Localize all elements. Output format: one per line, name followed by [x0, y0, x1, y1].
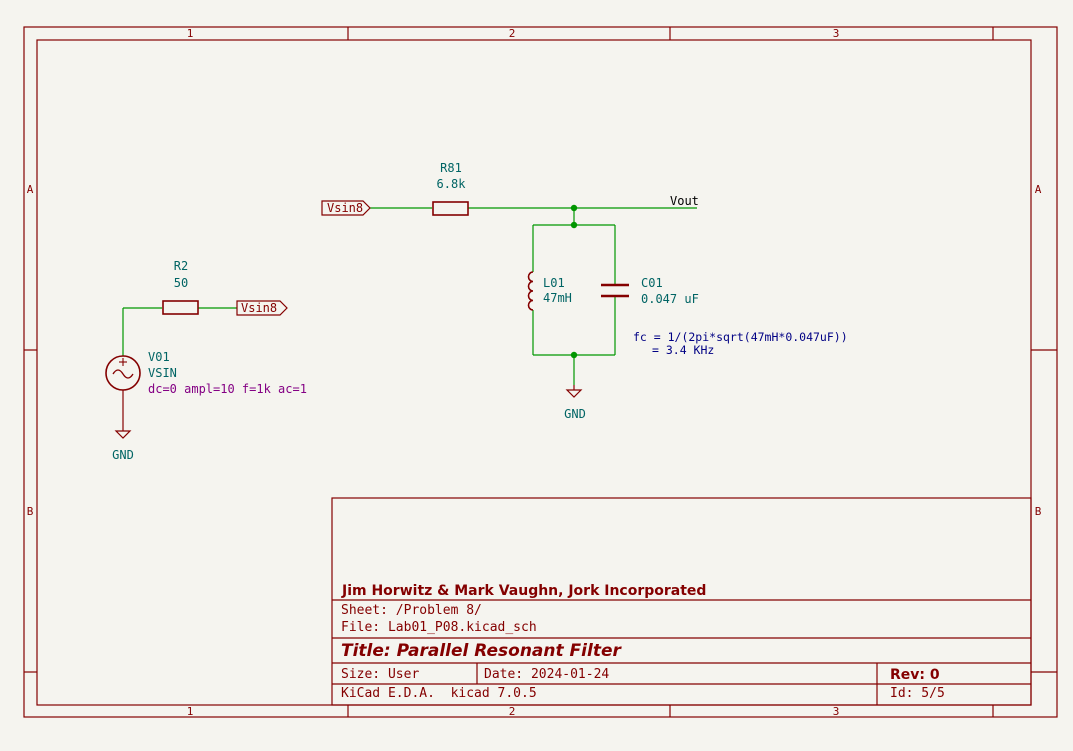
gnd-symbol-1[interactable]: GND — [112, 428, 134, 462]
frame-row-labels: A B A B — [27, 183, 1042, 518]
label-shape[interactable] — [236, 300, 288, 316]
column-label-top-1: 1 — [187, 27, 194, 40]
resistor-r81-value: 6.8k — [437, 177, 467, 191]
resistor-r2-body[interactable] — [162, 300, 199, 315]
title-block: Jim Horwitz & Mark Vaughn, Jork Incorpor… — [331, 497, 1032, 706]
junction-bottom-rail[interactable] — [570, 351, 578, 359]
row-label-left-a: A — [27, 183, 34, 196]
global-label-vsin8-a-text: Vsin8 — [327, 201, 363, 215]
gnd-symbol-2[interactable]: GND — [564, 385, 586, 421]
sine-wave-icon — [112, 369, 134, 379]
inductor-l01-ref: L01 — [543, 276, 565, 290]
resistor-r81-ref: R81 — [440, 161, 462, 175]
inductor-l01-value: 47mH — [543, 291, 572, 305]
sheet-frame — [23, 26, 1058, 718]
column-label-bottom-2: 2 — [509, 705, 516, 718]
title-block-rev: Rev: 0 — [890, 667, 940, 683]
resistor-r2-ref: R2 — [174, 259, 188, 273]
global-label-vsin8-a[interactable]: Vsin8 — [321, 200, 371, 216]
column-label-bottom-3: 3 — [833, 705, 840, 718]
junctions — [570, 204, 578, 359]
row-label-right-a: A — [1035, 183, 1042, 196]
inductor-l01-coil[interactable] — [527, 271, 534, 311]
capacitor-c01[interactable]: C01 0.047 uF — [601, 276, 699, 306]
title-block-sheet: Sheet: /Problem 8/ — [341, 603, 482, 618]
voltage-source-v01-ref: V01 — [148, 350, 170, 364]
inductor-l01[interactable]: L01 47mH — [527, 271, 572, 311]
voltage-source-v01[interactable]: V01 VSIN dc=0 ampl=10 f=1k ac=1 — [105, 350, 307, 428]
resonance-note-line1: fc = 1/(2pi*sqrt(47mH*0.047uF)) — [633, 330, 848, 344]
outer-border — [23, 26, 1058, 718]
resistor-r81[interactable]: R81 6.8k — [432, 161, 469, 216]
title-block-company: Jim Horwitz & Mark Vaughn, Jork Incorpor… — [341, 583, 706, 599]
resonance-note: fc = 1/(2pi*sqrt(47mH*0.047uF)) = 3.4 KH… — [633, 330, 848, 357]
junction-top-rail[interactable] — [570, 221, 578, 229]
row-label-left-b: B — [27, 505, 34, 518]
title-block-date: Date: 2024-01-24 — [484, 667, 609, 682]
column-label-bottom-1: 1 — [187, 705, 194, 718]
resonance-note-line2: = 3.4 KHz — [652, 343, 714, 357]
resistor-r2-value: 50 — [174, 276, 188, 290]
title-block-id: Id: 5/5 — [890, 686, 945, 701]
capacitor-c01-value: 0.047 uF — [641, 292, 699, 306]
frame-column-labels: 1 2 3 1 2 3 — [187, 27, 840, 718]
row-label-right-b: B — [1035, 505, 1042, 518]
gnd-symbol-2-text: GND — [564, 407, 586, 421]
ground-icon — [565, 389, 583, 398]
resistor-r2[interactable]: R2 50 — [162, 259, 199, 315]
voltage-source-v01-value: VSIN — [148, 366, 177, 380]
resistor-r81-body[interactable] — [432, 201, 469, 216]
title-block-title: Title: Parallel Resonant Filter — [341, 641, 622, 661]
junction-output-node[interactable] — [570, 204, 578, 212]
global-label-vsin8-b-text: Vsin8 — [241, 301, 277, 315]
gnd-symbol-1-text: GND — [112, 448, 134, 462]
voltage-source-v01-sim: dc=0 ampl=10 f=1k ac=1 — [148, 382, 307, 396]
net-label-vout[interactable]: Vout — [670, 194, 699, 208]
title-block-border — [331, 497, 1032, 706]
title-block-tool: KiCad E.D.A. kicad 7.0.5 — [341, 686, 537, 701]
label-shape[interactable] — [321, 200, 371, 216]
column-label-top-3: 3 — [833, 27, 840, 40]
column-label-top-2: 2 — [509, 27, 516, 40]
ground-icon — [114, 430, 132, 439]
global-label-vsin8-b[interactable]: Vsin8 — [236, 300, 288, 316]
inner-border — [36, 39, 1032, 706]
title-block-file: File: Lab01_P08.kicad_sch — [341, 620, 537, 635]
title-block-size: Size: User — [341, 667, 419, 682]
capacitor-c01-ref: C01 — [641, 276, 663, 290]
